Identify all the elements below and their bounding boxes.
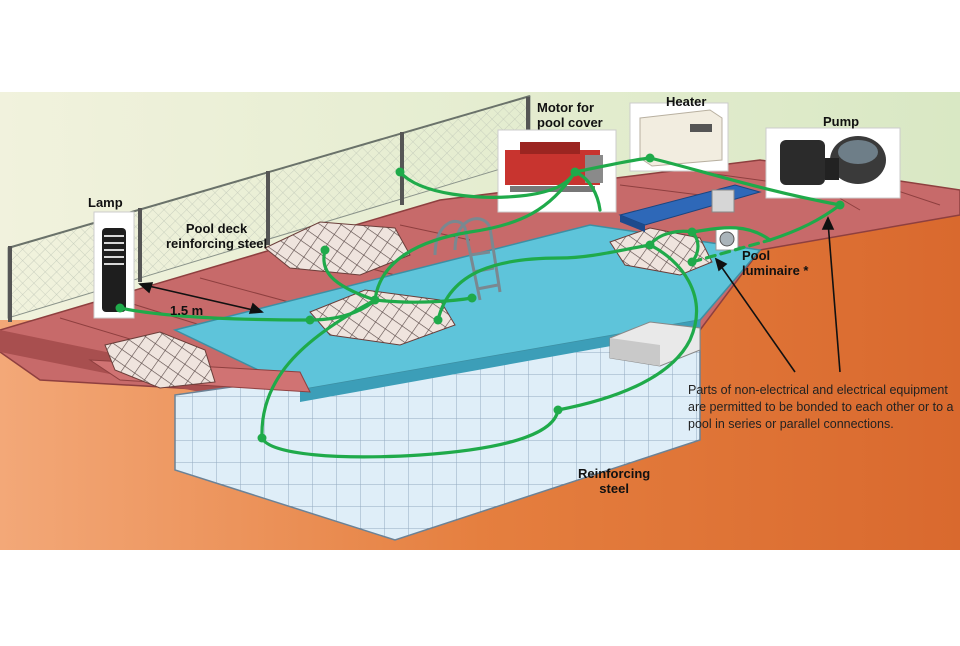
lamp-label: Lamp xyxy=(88,195,123,210)
pool-inner-wall xyxy=(300,320,700,402)
bonding-nodes xyxy=(115,153,845,443)
bonding-note: Parts of non-electrical and electrical e… xyxy=(688,383,954,431)
deck-steel-patch-left xyxy=(104,331,216,389)
heater-photo xyxy=(629,102,729,172)
deck-steel-patch-center xyxy=(264,221,411,276)
distance-arrow xyxy=(138,282,264,314)
pool-steel-patch-center xyxy=(309,289,456,346)
luminaire-label: Pool luminaire * xyxy=(742,248,809,278)
pump-label: Pump xyxy=(823,114,860,129)
skimmer-box xyxy=(609,321,701,367)
callout-lines xyxy=(714,216,841,373)
luminaire-photo xyxy=(715,227,739,251)
distance-label: 1.5 m xyxy=(170,303,204,318)
motor-photo xyxy=(497,129,617,213)
deck-steel-label: Pool deck reinforcing steel xyxy=(166,221,268,251)
heater-label: Heater xyxy=(666,94,707,109)
bonding-wires xyxy=(118,156,842,459)
pump-photo xyxy=(765,127,901,199)
lamp-photo xyxy=(93,211,135,319)
motor-label: Motor for pool cover xyxy=(537,100,603,130)
diving-board xyxy=(618,184,762,232)
reinforcing-steel-label: Reinforcing steel xyxy=(578,466,651,496)
